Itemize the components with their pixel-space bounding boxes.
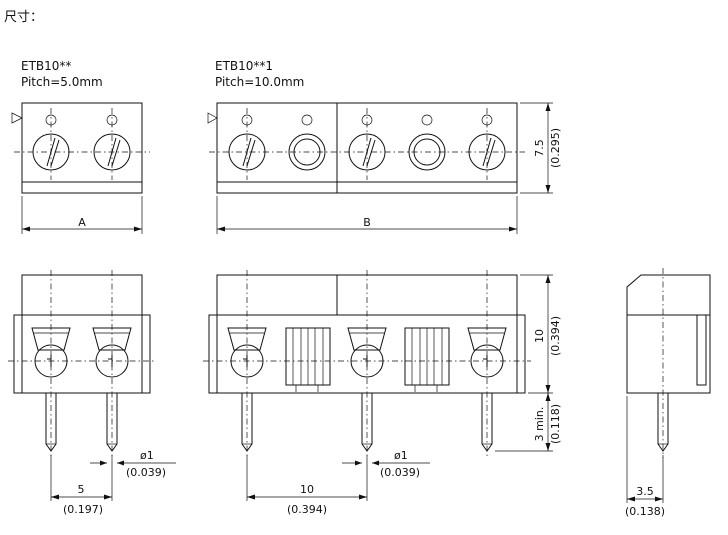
dimension-side: 3.5 (0.138) [625,396,665,518]
dimension-depth: 7.5 (0.295) [520,102,562,194]
dimension-pitch-5: 5 (0.197) [50,455,113,516]
drawing-heading: 尺寸： [4,10,43,25]
side-inch-label: (0.138) [625,505,665,518]
depth-mm-label: 7.5 [533,139,546,157]
pin-dia-a-mm-label: ø1 [140,449,154,462]
pin-dia-b-mm-label: ø1 [394,449,408,462]
model-label-b: ETB10**1 [215,59,273,73]
pitch-10-inch-label: (0.394) [287,503,327,516]
dimension-pin-dia-b: ø1 (0.039) [342,449,430,479]
front-view-a [8,270,156,458]
dimension-a-label: A [78,216,86,229]
dimension-a: A [21,196,143,234]
dimension-height: 10 (0.394) [520,274,562,394]
side-mm-label: 3.5 [636,485,654,498]
front-view-b [203,270,531,458]
dimension-b-label: B [363,216,371,229]
pin-dia-a-inch-label: (0.039) [126,466,166,479]
model-label-a: ETB10** [21,59,71,73]
pitch-10-mm-label: 10 [300,483,314,496]
dimension-pin-dia-a: ø1 (0.039) [90,449,176,479]
pin-length-inch-label: (0.118) [549,404,562,444]
pitch-label-b: Pitch=10.0mm [215,75,304,89]
dimension-b: B [216,196,518,234]
top-view-b [207,102,525,194]
pitch-5-inch-label: (0.197) [63,503,103,516]
pin-length-mm-label: 3 min. [533,407,546,442]
height-mm-label: 10 [533,329,546,343]
pitch-5-mm-label: 5 [78,483,85,496]
depth-inch-label: (0.295) [549,128,562,168]
dimension-pin-length: 3 min. (0.118) [495,393,562,452]
height-inch-label: (0.394) [549,316,562,356]
pin-dia-b-inch-label: (0.039) [380,466,420,479]
pitch-label-a: Pitch=5.0mm [21,75,103,89]
side-view [626,268,711,458]
dimension-pitch-10: 10 (0.394) [246,455,368,516]
top-view-a [11,102,150,194]
